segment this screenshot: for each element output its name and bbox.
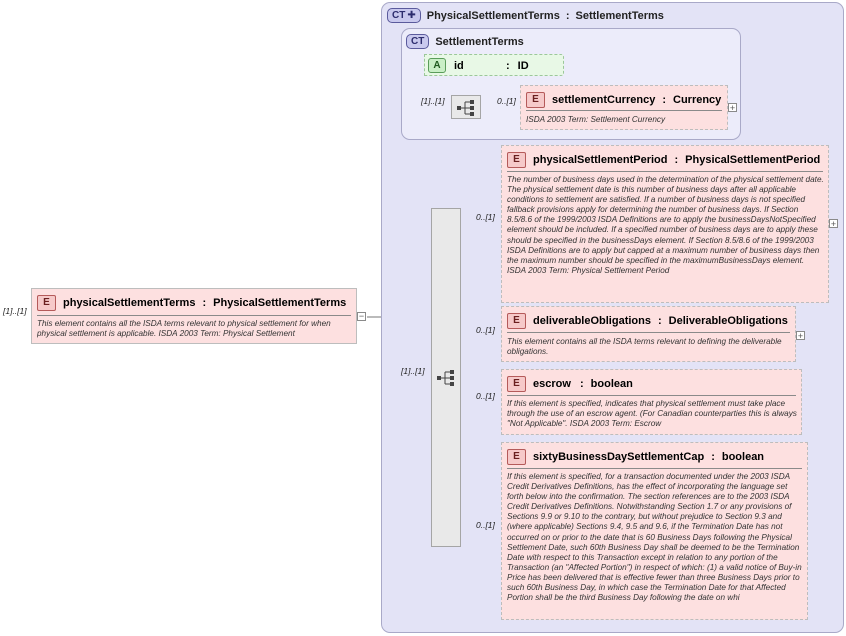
occurrence-label: 0..[1] [476, 212, 495, 222]
element-name: sixtyBusinessDaySettlementCap [533, 451, 705, 463]
element-type: Currency [673, 94, 722, 106]
element-type: PhysicalSettlementPeriod [685, 154, 821, 166]
element-doc: ISDA 2003 Term: Settlement Currency [526, 115, 666, 124]
sequence-icon[interactable] [451, 95, 481, 119]
sequence-compositor[interactable] [431, 208, 461, 547]
complex-type-icon: CT✚ [387, 8, 421, 23]
element-physical-settlement-terms[interactable]: E physicalSettlementTerms : PhysicalSett… [31, 288, 357, 344]
element-icon: E [507, 152, 526, 168]
element-name: physicalSettlementPeriod [533, 154, 668, 166]
occurrence-label: [1]..[1] [3, 306, 27, 316]
attribute-type: ID [517, 59, 529, 72]
element-icon: E [526, 92, 545, 108]
element-type: boolean [721, 451, 765, 463]
element-settlement-currency[interactable]: E settlementCurrency : Currency ISDA 200… [520, 85, 728, 130]
expand-button[interactable]: + [728, 103, 737, 113]
element-name: escrow [533, 378, 571, 390]
occurrence-label: 0..[1] [476, 391, 495, 401]
element-physical-settlement-period[interactable]: E physicalSettlementPeriod : PhysicalSet… [501, 145, 829, 303]
element-doc: The number of business days used in the … [507, 175, 824, 275]
element-sixty-business-day-settlement-cap[interactable]: E sixtyBusinessDaySettlementCap : boolea… [501, 442, 808, 620]
expand-button[interactable]: + [829, 219, 838, 229]
expand-button[interactable]: + [796, 331, 805, 341]
occurrence-label: 0..[1] [497, 96, 516, 106]
element-doc: This element contains all the ISDA terms… [507, 337, 782, 357]
attribute-id[interactable]: A id : ID [424, 54, 564, 76]
element-icon: E [507, 449, 526, 465]
occurrence-label: 0..[1] [476, 325, 495, 335]
element-doc: This element contains all the ISDA terms… [37, 319, 331, 339]
complex-type-base: SettlementTerms [575, 9, 664, 22]
element-type: PhysicalSettlementTerms [213, 297, 347, 309]
sequence-icon [437, 370, 454, 386]
attribute-icon: A [428, 58, 446, 73]
element-deliverable-obligations[interactable]: E deliverableObligations : DeliverableOb… [501, 306, 796, 362]
complex-type-name: PhysicalSettlementTerms [426, 9, 560, 22]
occurrence-label: 0..[1] [476, 520, 495, 530]
base-type-name: SettlementTerms [435, 35, 524, 48]
element-icon: E [37, 295, 56, 311]
element-type: boolean [590, 378, 633, 390]
element-type: DeliverableObligations [668, 315, 788, 327]
element-icon: E [507, 313, 526, 329]
element-doc: If this element is specified, indicates … [507, 399, 797, 429]
collapse-button[interactable]: − [357, 311, 366, 321]
element-escrow[interactable]: E escrow : boolean If this element is sp… [501, 369, 802, 435]
occurrence-label: [1]..[1] [421, 96, 445, 106]
element-icon: E [507, 376, 526, 392]
element-name: settlementCurrency [552, 94, 656, 106]
element-name: deliverableObligations [533, 315, 651, 327]
occurrence-label: [1]..[1] [401, 366, 425, 376]
element-doc: If this element is specified, for a tran… [507, 472, 802, 603]
element-name: physicalSettlementTerms [63, 297, 196, 309]
attribute-name: id [454, 59, 464, 72]
complex-type-icon: CT [406, 34, 430, 49]
